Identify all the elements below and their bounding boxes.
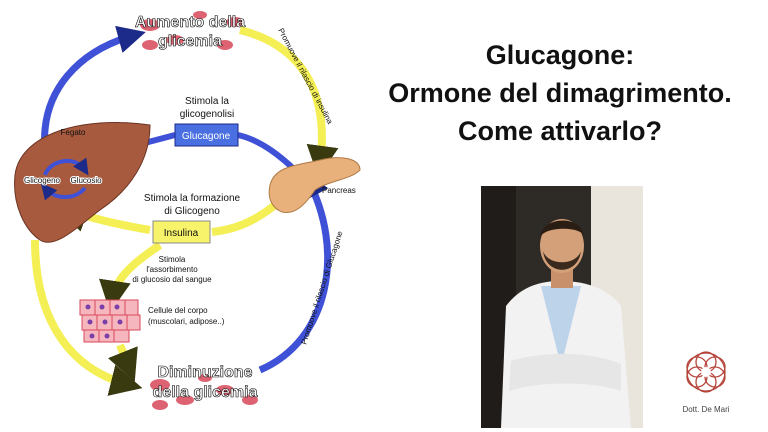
top-glycemia-label-1: Aumento della [135, 14, 245, 31]
yellow-line-pancreas-insulin [211, 201, 278, 236]
glucagon-box-label: Glucagone [182, 131, 231, 142]
pancreas-shape [268, 157, 361, 214]
liver-label: Fegato [61, 128, 86, 137]
liver-cycle-arrow-top [43, 157, 89, 176]
title-line-1: Glucagone: [485, 40, 635, 70]
body-cells [79, 299, 141, 343]
bottom-glycemia-label-2: della glicemia [153, 384, 258, 401]
glucagon-box [174, 123, 239, 147]
yellow-arrow-insulin-release [239, 26, 339, 178]
glucose-label: Glucosio [70, 176, 102, 185]
glycogen-formation-label-2: di Glicogeno [164, 206, 220, 217]
title-line-2: Ormone del dimagrimento. [388, 78, 732, 108]
glycogen-formation-label-1: Stimola la formazione [144, 193, 241, 204]
yellow-arrow-insulin-cells [99, 241, 163, 313]
liver-shape [14, 122, 151, 243]
yellow-arrow-cells-down [108, 343, 138, 382]
bottom-glycemia-label-1: Diminuzione [157, 364, 252, 381]
logo-text: Dott. De Mari [682, 405, 730, 414]
glycogenolysis-label-2: glicogenolisi [180, 109, 234, 120]
brand-logo [686, 351, 726, 393]
absorption-label-1: Stimola [159, 255, 186, 264]
liver-cycle-arrow-bottom [40, 183, 87, 201]
insulin-box [152, 220, 211, 244]
presenter-photo [481, 186, 643, 428]
cell-nuclei [85, 304, 123, 339]
absorption-label-3: di glucosio dal sangue [132, 275, 212, 284]
blood-cells-top [140, 11, 244, 50]
cells-label-1: Cellule del corpo [148, 306, 208, 315]
cells-label-2: (muscolari, adipose..) [148, 317, 225, 326]
title-line-3: Come attivarlo? [457, 116, 663, 146]
glycogen-label: Glicogeno [24, 176, 61, 185]
glycogenolysis-label-1: Stimola la [185, 96, 229, 107]
blue-arrow-glucagon-release [258, 170, 332, 374]
blue-arrow-up [41, 25, 146, 151]
insulin-box-label: Insulina [164, 228, 199, 239]
top-glycemia-label-2: glicemia [158, 33, 222, 50]
pancreas-label: Pancreas [322, 186, 356, 195]
blood-cells-bottom [150, 374, 258, 410]
absorption-label-2: l'assorbimento [146, 265, 198, 274]
